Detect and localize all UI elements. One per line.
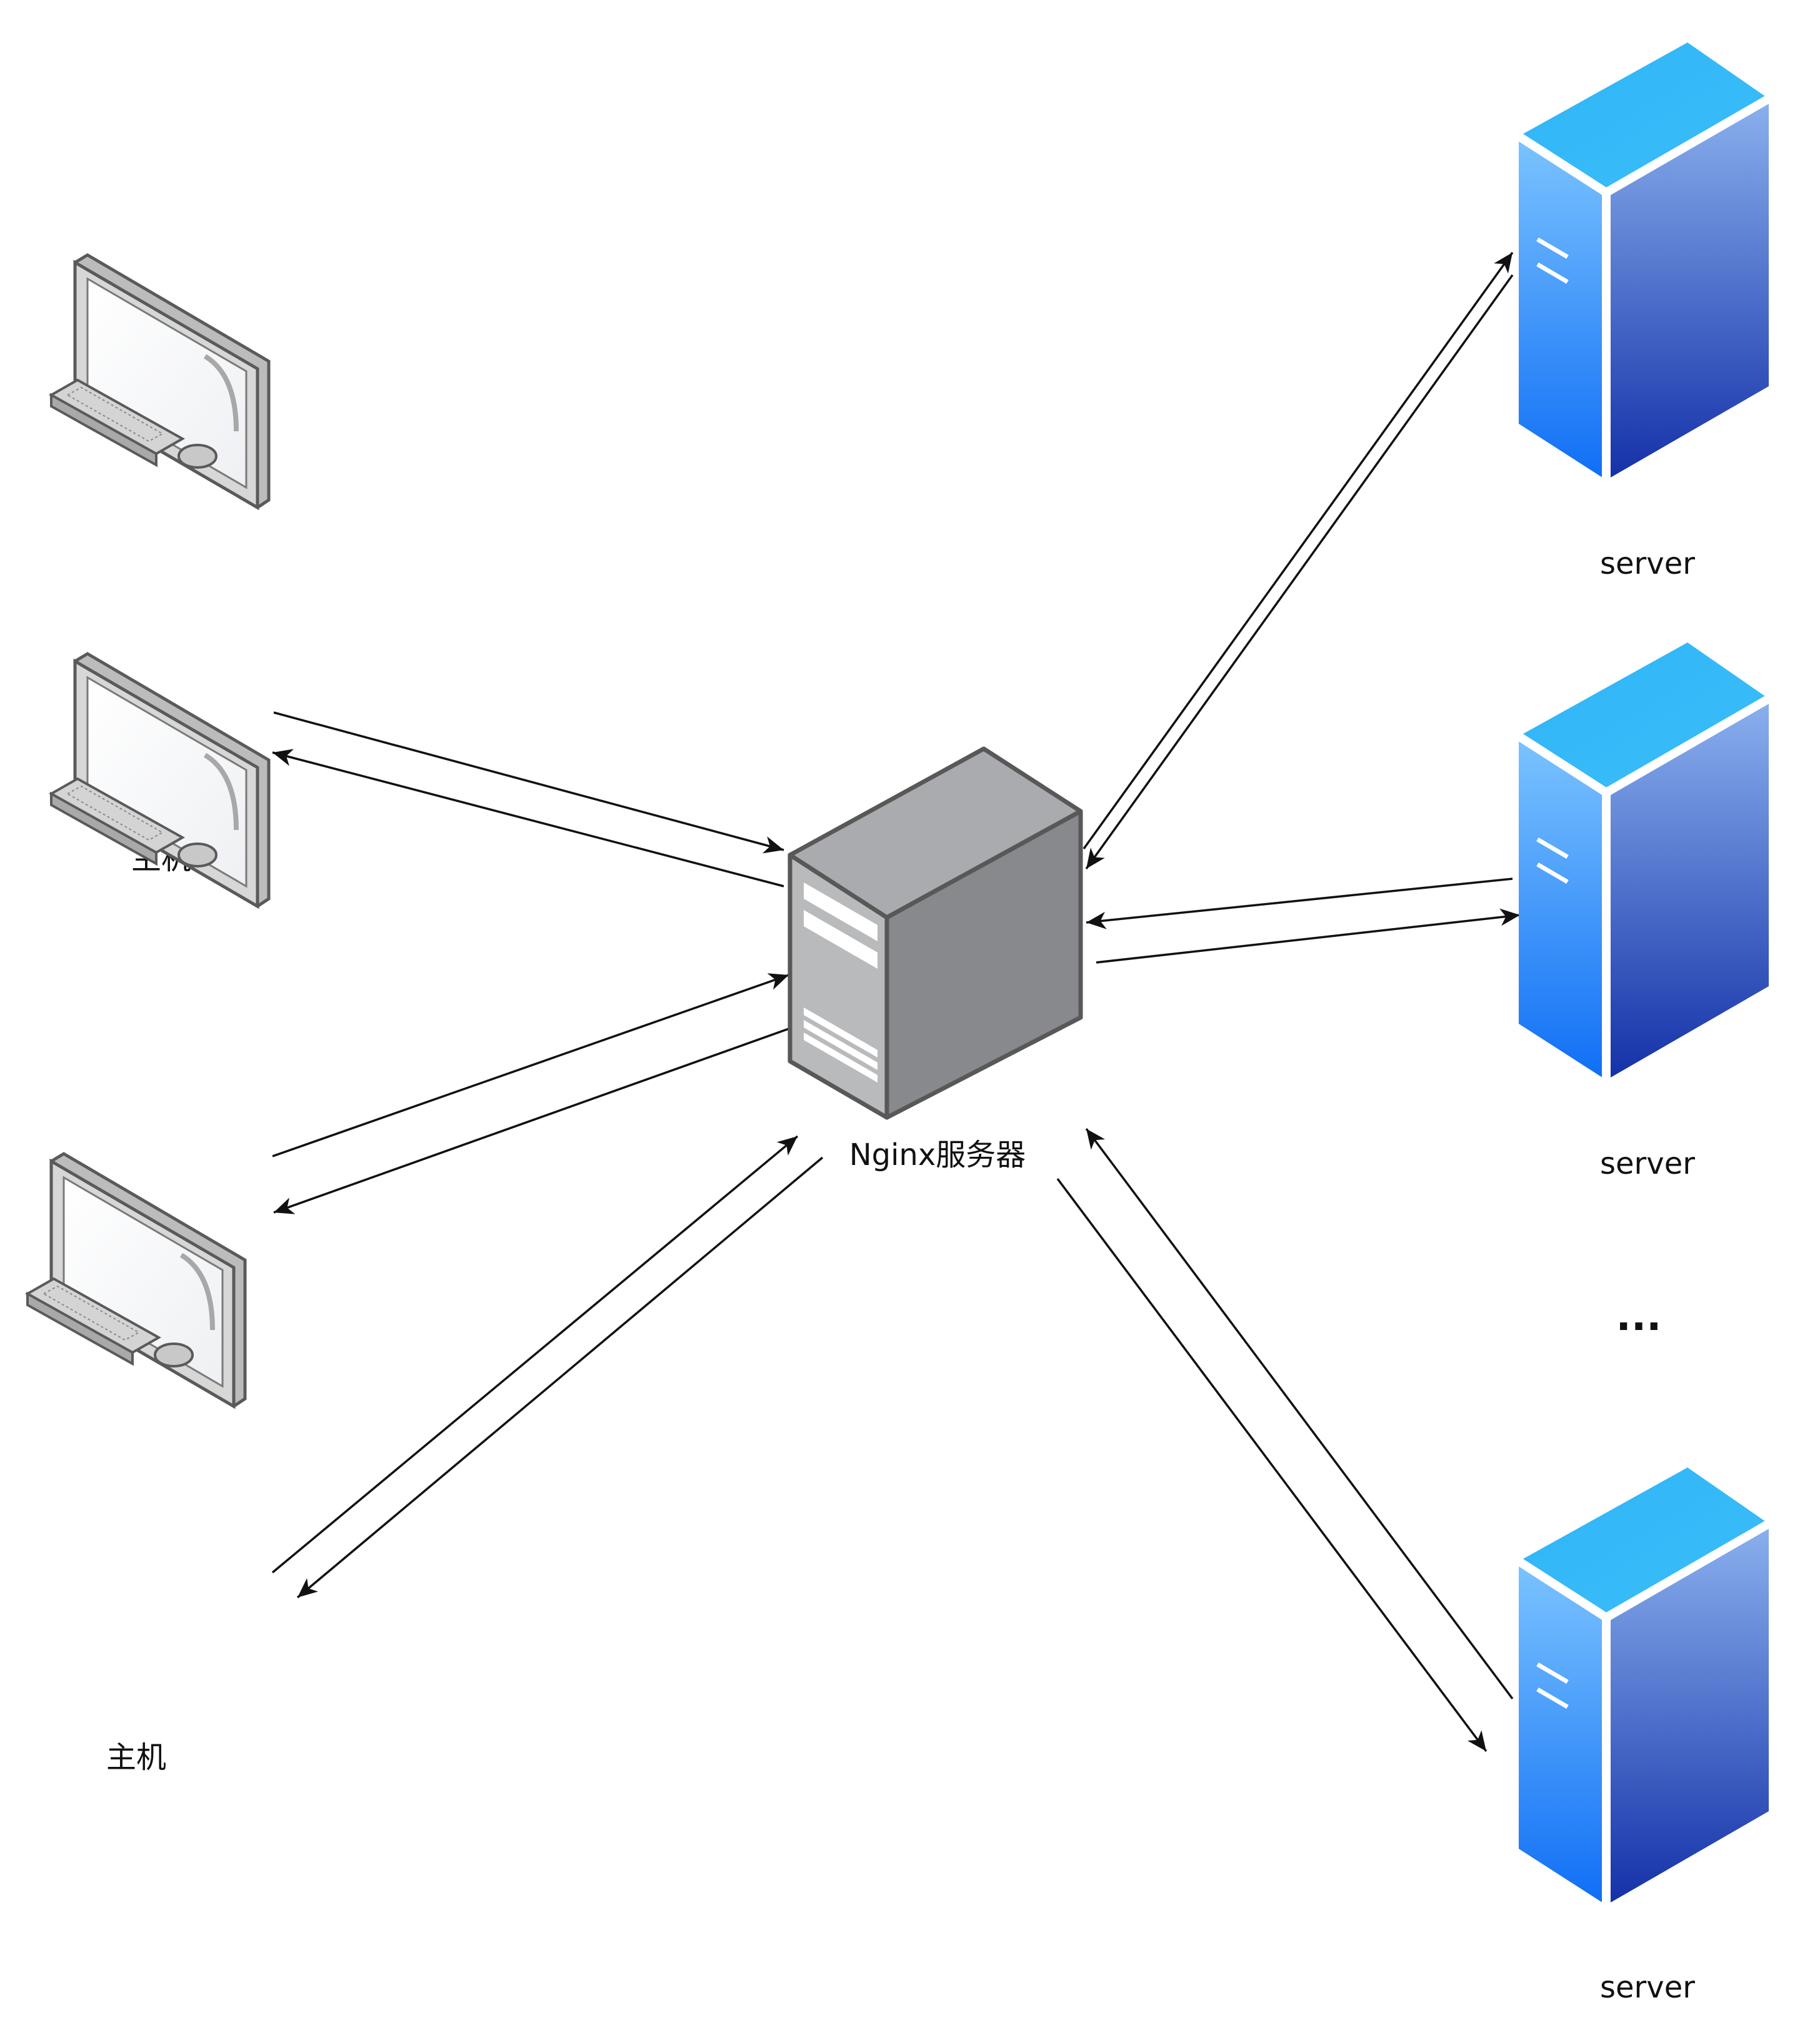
arrow-nginx-to-server_1: [1082, 251, 1514, 850]
backend-server-2: [1519, 642, 1769, 1080]
arrow-server_3-to-nginx: [1085, 1128, 1514, 1700]
host-computer-1: [51, 255, 269, 508]
tower-server-icon: [788, 746, 1083, 1120]
arrow-nginx-to-host_3: [296, 1156, 824, 1599]
arrow-nginx-to-host_2: [273, 1028, 789, 1214]
arrow-server_1-to-nginx: [1085, 274, 1514, 870]
server-label-1: server: [1600, 546, 1695, 581]
more-servers-ellipsis: ...: [1616, 1294, 1662, 1340]
arrow-host_2-to-nginx: [272, 973, 789, 1158]
server-label-2: server: [1600, 1146, 1695, 1181]
arrow-host_1-to-nginx: [273, 711, 784, 854]
desktop-computer-icon: [51, 255, 269, 508]
desktop-computer-icon: [28, 1154, 245, 1406]
host-label-3: 主机: [106, 1740, 166, 1775]
blue-server-icon: [1519, 1468, 1769, 1905]
connection-arrows: [271, 251, 1521, 1752]
arrow-nginx-to-server_2: [1096, 908, 1521, 964]
host-computer-3: [28, 1154, 245, 1406]
blue-server-icon: [1519, 42, 1769, 480]
backend-server-3: [1519, 1468, 1769, 1905]
server-label-3: server: [1600, 1970, 1695, 2005]
arrow-nginx-to-server_3: [1056, 1178, 1488, 1752]
arrow-nginx-to-host_1: [272, 749, 784, 888]
blue-server-icon: [1519, 642, 1769, 1080]
arrow-server_2-to-nginx: [1086, 878, 1513, 929]
nginx-server: [788, 746, 1083, 1120]
backend-server-1: [1519, 42, 1769, 480]
arrow-host_3-to-nginx: [271, 1135, 799, 1574]
nginx-server-label: Nginx服务器: [849, 1138, 1026, 1172]
